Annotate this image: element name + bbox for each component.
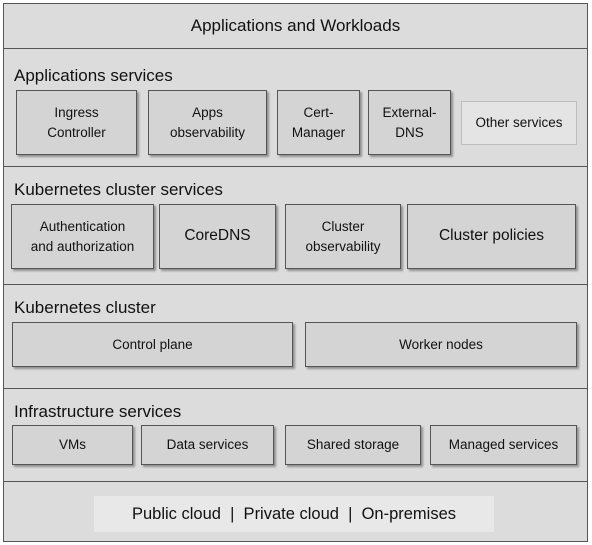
architecture-stack: Applications and Workloads Applications … bbox=[3, 3, 588, 542]
infrastructure-services-layer: Infrastructure services VMs Data service… bbox=[4, 389, 587, 482]
cluster-observability-box: Cluster observability bbox=[285, 204, 401, 269]
applications-services-title: Applications services bbox=[14, 66, 173, 85]
ingress-controller-box: Ingress Controller bbox=[16, 90, 137, 155]
other-services-box: Other services bbox=[461, 101, 577, 145]
kubernetes-cluster-services-layer: Kubernetes cluster services Authenticati… bbox=[4, 167, 587, 285]
control-plane-box: Control plane bbox=[12, 322, 293, 367]
applications-workloads-layer: Applications and Workloads bbox=[4, 4, 587, 49]
data-services-box: Data services bbox=[141, 425, 274, 465]
coredns-box: CoreDNS bbox=[159, 204, 276, 269]
deployment-targets-text: Public cloud | Private cloud | On-premis… bbox=[94, 496, 494, 532]
deployment-targets-layer: Public cloud | Private cloud | On-premis… bbox=[4, 482, 587, 541]
shared-storage-box: Shared storage bbox=[285, 425, 421, 465]
infrastructure-services-title: Infrastructure services bbox=[14, 402, 182, 421]
kubernetes-cluster-services-title: Kubernetes cluster services bbox=[14, 180, 223, 199]
cert-manager-box: Cert- Manager bbox=[277, 90, 360, 155]
applications-workloads-title: Applications and Workloads bbox=[190, 16, 401, 35]
kubernetes-cluster-layer: Kubernetes cluster Control plane Worker … bbox=[4, 285, 587, 389]
external-dns-box: External- DNS bbox=[368, 90, 451, 155]
authentication-authorization-box: Authentication and authorization bbox=[11, 204, 154, 269]
managed-services-box: Managed services bbox=[430, 425, 577, 465]
kubernetes-cluster-title: Kubernetes cluster bbox=[14, 298, 156, 317]
applications-services-layer: Applications services Ingress Controller… bbox=[4, 49, 587, 167]
cluster-policies-box: Cluster policies bbox=[407, 204, 576, 269]
apps-observability-box: Apps observability bbox=[148, 90, 267, 155]
worker-nodes-box: Worker nodes bbox=[305, 322, 577, 367]
vms-box: VMs bbox=[12, 425, 133, 465]
